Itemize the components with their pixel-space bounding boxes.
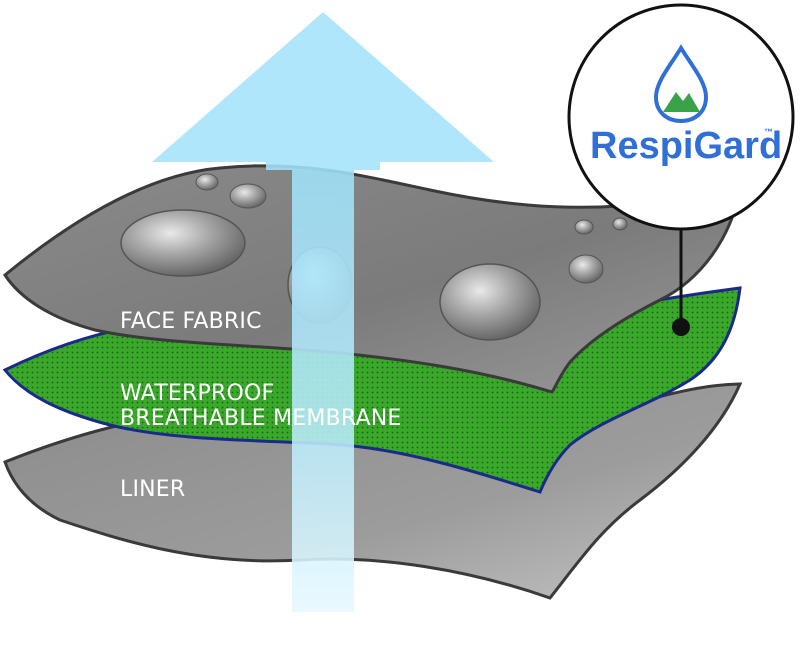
water-droplet: [574, 219, 594, 235]
brand-callout: RespiGard ™: [567, 3, 795, 231]
water-droplet: [612, 217, 628, 231]
water-droplet: [568, 254, 604, 284]
callout-dot: [672, 318, 690, 336]
face-fabric-label: FACE FABRIC: [120, 309, 262, 334]
callout-circle: [567, 3, 795, 231]
water-droplet: [120, 209, 246, 277]
water-droplet: [195, 173, 219, 191]
respigard-logo-icon: [653, 44, 709, 124]
arrow-shaft: [292, 150, 354, 612]
brand-name: RespiGard: [590, 125, 782, 167]
arrow-head: [152, 12, 494, 170]
brand-trademark: ™: [764, 127, 773, 137]
membrane-label-line2: BREATHABLE MEMBRANE: [120, 406, 401, 431]
vapor-arrow: [152, 12, 494, 612]
membrane-label-line1: WATERPROOF: [120, 381, 274, 406]
water-droplet: [439, 263, 541, 341]
liner-label: LINER: [120, 477, 185, 502]
water-droplet: [229, 183, 267, 209]
